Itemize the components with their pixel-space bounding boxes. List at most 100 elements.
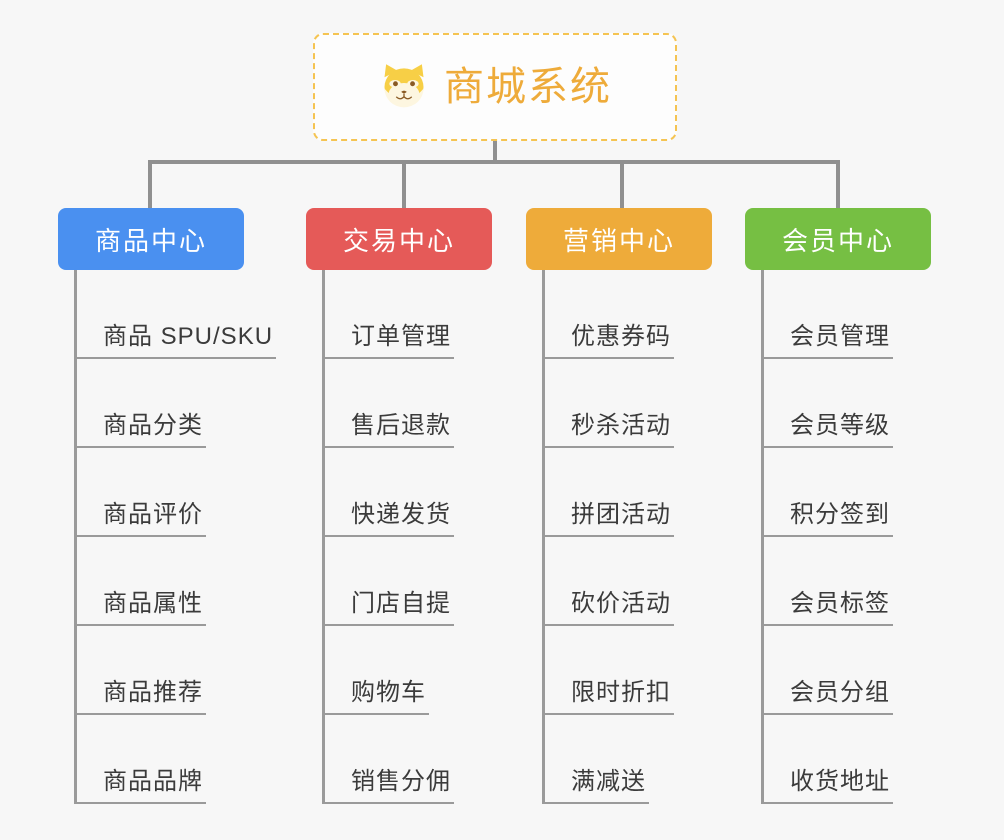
leaf-underline <box>322 446 454 448</box>
leaf-label: 售后退款 <box>351 412 451 439</box>
branch-header-product-center[interactable]: 商品中心 <box>58 208 244 270</box>
leaf-underline <box>542 446 674 448</box>
leaf-item[interactable]: 会员分组 <box>745 626 931 715</box>
leaf-label: 订单管理 <box>351 323 451 350</box>
leaf-item[interactable]: 销售分佣 <box>306 715 492 804</box>
leaf-list-member-center: 会员管理 会员等级 积分签到 会员标签 会员分组 收货地址 <box>745 270 931 804</box>
connector-horizontal-bus <box>148 160 840 164</box>
leaf-item[interactable]: 砍价活动 <box>526 537 712 626</box>
leaf-underline <box>322 357 454 359</box>
leaf-label: 满减送 <box>571 768 646 795</box>
leaf-underline <box>74 713 206 715</box>
leaf-underline <box>74 446 206 448</box>
leaf-underline <box>542 802 649 804</box>
leaf-underline <box>761 357 893 359</box>
leaf-item[interactable]: 商品评价 <box>58 448 244 537</box>
leaf-item[interactable]: 会员等级 <box>745 359 931 448</box>
leaf-list-trade-center: 订单管理 售后退款 快递发货 门店自提 购物车 销售分佣 <box>306 270 492 804</box>
branch-trunk <box>74 270 77 804</box>
leaf-item[interactable]: 快递发货 <box>306 448 492 537</box>
connector-root-stem <box>493 141 497 164</box>
connector-drop-member-center <box>836 160 840 208</box>
leaf-underline <box>322 624 454 626</box>
leaf-label: 优惠券码 <box>571 323 671 350</box>
leaf-label: 销售分佣 <box>351 768 451 795</box>
leaf-item[interactable]: 会员标签 <box>745 537 931 626</box>
connector-drop-marketing-center <box>620 160 624 208</box>
leaf-label: 购物车 <box>351 679 426 706</box>
branch-header-marketing-center[interactable]: 营销中心 <box>526 208 712 270</box>
leaf-underline <box>761 713 893 715</box>
leaf-list-product-center: 商品 SPU/SKU 商品分类 商品评价 商品属性 商品推荐 商品品牌 <box>58 270 276 804</box>
branch-trunk <box>761 270 764 804</box>
leaf-item[interactable]: 收货地址 <box>745 715 931 804</box>
leaf-label: 积分签到 <box>790 501 890 528</box>
leaf-underline <box>761 446 893 448</box>
leaf-label: 商品推荐 <box>103 679 203 706</box>
dog-face-icon <box>384 64 424 108</box>
leaf-underline <box>761 802 893 804</box>
leaf-item[interactable]: 会员管理 <box>745 270 931 359</box>
branch-marketing-center: 营销中心 优惠券码 秒杀活动 拼团活动 砍价活动 限时折扣 <box>526 208 712 804</box>
leaf-label: 会员等级 <box>790 412 890 439</box>
leaf-label: 会员标签 <box>790 590 890 617</box>
root-node[interactable]: 商城系统 <box>313 33 677 141</box>
leaf-underline <box>542 713 674 715</box>
leaf-label: 限时折扣 <box>571 679 671 706</box>
leaf-item[interactable]: 购物车 <box>306 626 492 715</box>
leaf-item[interactable]: 商品分类 <box>58 359 244 448</box>
leaf-item[interactable]: 售后退款 <box>306 359 492 448</box>
leaf-label: 商品评价 <box>103 501 203 528</box>
leaf-underline <box>322 713 429 715</box>
branch-header-trade-center[interactable]: 交易中心 <box>306 208 492 270</box>
leaf-underline <box>542 357 674 359</box>
branch-header-label: 营销中心 <box>562 225 675 256</box>
leaf-item[interactable]: 秒杀活动 <box>526 359 712 448</box>
leaf-underline <box>542 535 674 537</box>
leaf-underline <box>74 535 206 537</box>
branch-header-member-center[interactable]: 会员中心 <box>745 208 931 270</box>
leaf-label: 快递发货 <box>351 501 451 528</box>
leaf-underline <box>542 624 674 626</box>
branch-product-center: 商品中心 商品 SPU/SKU 商品分类 商品评价 商品属性 商品推荐 <box>58 208 276 804</box>
branch-header-label: 商品中心 <box>94 225 207 256</box>
leaf-item[interactable]: 商品推荐 <box>58 626 244 715</box>
leaf-label: 商品 SPU/SKU <box>103 323 274 350</box>
leaf-label: 会员分组 <box>790 679 890 706</box>
leaf-item[interactable]: 积分签到 <box>745 448 931 537</box>
leaf-label: 商品属性 <box>103 590 203 617</box>
branch-trade-center: 交易中心 订单管理 售后退款 快递发货 门店自提 购物车 <box>306 208 492 804</box>
leaf-label: 商品品牌 <box>103 768 203 795</box>
leaf-label: 收货地址 <box>790 768 890 795</box>
leaf-item[interactable]: 商品品牌 <box>58 715 244 804</box>
leaf-underline <box>761 535 893 537</box>
leaf-underline <box>322 535 454 537</box>
branch-member-center: 会员中心 会员管理 会员等级 积分签到 会员标签 会员分组 <box>745 208 931 804</box>
leaf-label: 门店自提 <box>351 590 451 617</box>
branch-header-label: 会员中心 <box>781 225 894 256</box>
root-label: 商城系统 <box>444 65 612 109</box>
leaf-item[interactable]: 门店自提 <box>306 537 492 626</box>
leaf-item[interactable]: 商品属性 <box>58 537 244 626</box>
leaf-item[interactable]: 拼团活动 <box>526 448 712 537</box>
leaf-item[interactable]: 限时折扣 <box>526 626 712 715</box>
leaf-label: 秒杀活动 <box>571 412 671 439</box>
leaf-item[interactable]: 订单管理 <box>306 270 492 359</box>
branch-trunk <box>542 270 545 804</box>
leaf-label: 拼团活动 <box>571 501 671 528</box>
branch-header-label: 交易中心 <box>342 225 455 256</box>
connector-drop-trade-center <box>402 160 406 208</box>
leaf-underline <box>761 624 893 626</box>
connector-drop-product-center <box>148 160 152 208</box>
leaf-item[interactable]: 商品 SPU/SKU <box>58 270 276 359</box>
leaf-item[interactable]: 满减送 <box>526 715 712 804</box>
leaf-list-marketing-center: 优惠券码 秒杀活动 拼团活动 砍价活动 限时折扣 满减送 <box>526 270 712 804</box>
leaf-underline <box>322 802 454 804</box>
leaf-label: 商品分类 <box>103 412 203 439</box>
leaf-label: 会员管理 <box>790 323 890 350</box>
leaf-item[interactable]: 优惠券码 <box>526 270 712 359</box>
leaf-underline <box>74 357 276 359</box>
leaf-underline <box>74 624 206 626</box>
leaf-underline <box>74 802 206 804</box>
